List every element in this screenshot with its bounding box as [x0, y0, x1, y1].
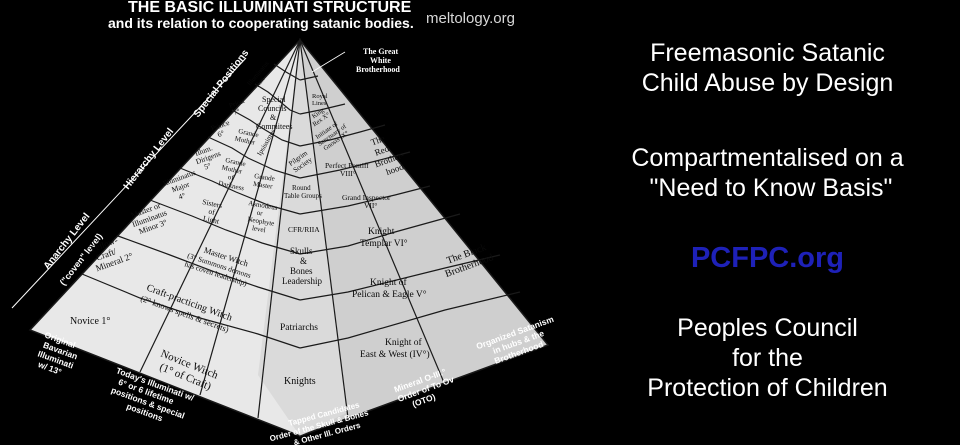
watermark: meltology.org [426, 10, 515, 27]
caption-line: Freemasonic Satanic [650, 39, 885, 67]
caption-block-organization: Peoples Council for the Protection of Ch… [575, 313, 960, 403]
svg-text:Master: Master [253, 180, 274, 191]
diagram-subtitle: and its relation to cooperating satanic … [108, 15, 414, 31]
knights-label: Knights [284, 376, 316, 387]
svg-text:4°: 4° [177, 191, 186, 202]
round-table-label: Round Table Groups [284, 184, 322, 200]
svg-text:Templar VI°: Templar VI° [360, 238, 408, 249]
svg-text:Bones: Bones [290, 266, 313, 276]
svg-text:Skulls: Skulls [290, 246, 313, 256]
caption-line: Child Abuse by Design [641, 69, 894, 97]
svg-text:Special: Special [262, 95, 286, 104]
svg-text:Table Groups: Table Groups [284, 192, 322, 200]
svg-text:Pelican & Eagle V°: Pelican & Eagle V° [352, 289, 427, 300]
sisters-of-light-label: Sisters of Light [202, 197, 224, 226]
caption-line: for the [732, 344, 803, 372]
original-bavarian-label: Original Bavarian Illuminati w/ 13° [36, 330, 79, 377]
svg-text:Councils: Councils [258, 104, 286, 113]
grand-inspector-label: Grand Inspector VII° [342, 193, 391, 210]
svg-text:&: & [300, 256, 307, 266]
caption-block-compartmentalised: Compartmentalised on a "Need to Know Bas… [575, 143, 960, 203]
patriarchs-label: Patriarchs [280, 323, 318, 333]
knight-pelican-label: Knight of Pelican & Eagle V° [352, 277, 427, 300]
svg-text:VII°: VII° [364, 201, 377, 210]
svg-text:Commitees: Commitees [256, 122, 292, 131]
svg-text:Royal: Royal [312, 93, 328, 100]
svg-text:6°: 6° [216, 128, 225, 139]
svg-text:Perfect Pontiff: Perfect Pontiff [325, 161, 369, 170]
grande-master-label: Grande Master [253, 172, 276, 191]
pyramid-middle-face [258, 40, 348, 436]
svg-text:Red: Red [373, 143, 391, 158]
skull-bones-label: Skulls & Bones Leadership [282, 246, 322, 286]
caption-line: Peoples Council [677, 314, 858, 342]
svg-text:7°: 7° [233, 107, 242, 117]
svg-text:Knight of: Knight of [370, 277, 408, 288]
svg-text:Brotherhood: Brotherhood [356, 65, 400, 74]
website-label: PCFPC.org [690, 242, 845, 274]
svg-text:Leadership: Leadership [282, 276, 322, 286]
svg-text:&: & [270, 113, 277, 122]
diagram-title: THE BASIC ILLUMINATI STRUCTURE [128, 0, 412, 16]
svg-text:of: of [208, 207, 216, 217]
novice-label: Novice 1° [70, 316, 110, 327]
svg-text:or: or [256, 209, 264, 218]
svg-text:The Great: The Great [363, 47, 399, 56]
caption-line: "Need to Know Basis" [642, 174, 893, 202]
svg-text:Grande: Grande [254, 172, 276, 183]
svg-text:The: The [370, 133, 387, 147]
red-brotherhood-label: The Red Brother- hood [370, 133, 406, 177]
svg-text:of: of [227, 173, 235, 182]
caption-block-website: PCFPC.org [575, 243, 960, 273]
apex-label: The Great White Brotherhood [311, 47, 400, 74]
caption-panel: Freemasonic Satanic Child Abuse by Desig… [575, 0, 960, 445]
knight-east-west-label: Knight of East & West (IV°) [360, 337, 430, 360]
caption-block-headline: Freemasonic Satanic Child Abuse by Desig… [575, 38, 960, 98]
special-councils-label: Special Councils & Commitees [256, 95, 292, 131]
svg-text:Grand Inspector: Grand Inspector [342, 193, 391, 202]
svg-text:Knight of: Knight of [385, 337, 423, 348]
pyramid-svg: THE BASIC ILLUMINATI STRUCTURE and its r… [11, 0, 555, 445]
royal-lines-label: Royal Lines [312, 93, 328, 107]
svg-text:East & West (IV°): East & West (IV°) [360, 349, 430, 360]
svg-text:Light: Light [202, 214, 221, 226]
perfect-pontiff-label: Perfect Pontiff VIII° [325, 161, 369, 178]
svg-text:Round: Round [292, 184, 311, 192]
svg-text:VIII°: VIII° [340, 169, 356, 178]
svg-text:Lines: Lines [312, 100, 327, 107]
anarchy-level-label: Anarchy Level [42, 211, 93, 272]
cfr-label: CFR/RIIA [288, 225, 320, 234]
svg-text:Knight: Knight [368, 227, 395, 237]
svg-text:level: level [251, 224, 266, 234]
svg-text:Sisters: Sisters [202, 197, 224, 210]
asmodeus-label: Asmodeus or Neophyte level [247, 199, 279, 234]
svg-text:White: White [370, 56, 391, 65]
caption-line: Compartmentalised on a [631, 144, 904, 172]
caption-line: Protection of Children [647, 374, 888, 402]
illuminati-pyramid-diagram: THE BASIC ILLUMINATI STRUCTURE and its r… [11, 0, 556, 445]
knight-templar-label: Knight Templar VI° [360, 227, 408, 249]
svg-text:5°: 5° [203, 161, 212, 172]
pyramid-grid [81, 39, 521, 437]
